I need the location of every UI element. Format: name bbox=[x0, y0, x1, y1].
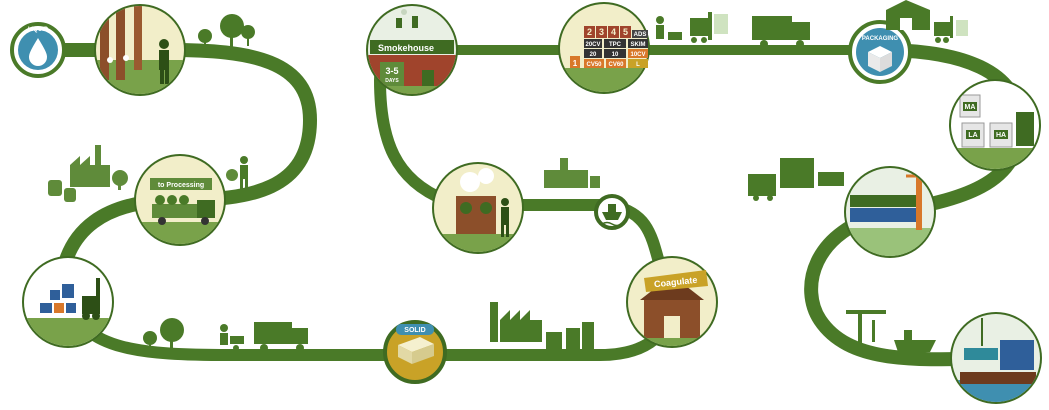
crane-icon bbox=[846, 310, 886, 354]
rubber-block-icon bbox=[398, 337, 434, 352]
grade-cell: CV60 bbox=[608, 62, 624, 68]
worker-cart-icon bbox=[220, 324, 244, 351]
solid-label: SOLID bbox=[404, 327, 425, 334]
truck-icon bbox=[254, 322, 308, 352]
package-box-icon bbox=[868, 46, 892, 72]
smokehouse-days-value: 3-5 bbox=[385, 66, 398, 76]
liquid-label: LIQUID bbox=[28, 27, 49, 33]
coagulate-label: Coagulate bbox=[654, 275, 698, 289]
worker-icon bbox=[501, 198, 509, 237]
smokehouse-sign bbox=[370, 40, 454, 54]
grade-ads-label: ADS bbox=[634, 32, 647, 38]
worker-cart-icon bbox=[656, 16, 682, 40]
droplet-icon bbox=[29, 38, 47, 66]
factory-icon bbox=[70, 145, 128, 190]
factory-icon bbox=[490, 302, 594, 350]
warehouse-icon bbox=[748, 158, 844, 201]
forklift-icon bbox=[82, 278, 100, 320]
grade-cell: 10 bbox=[612, 52, 619, 58]
warehouse-icon bbox=[886, 0, 930, 30]
processing-sign-label: to Processing bbox=[158, 182, 204, 189]
solid-badge: SOLID bbox=[383, 320, 447, 384]
grade-number: 3 bbox=[599, 27, 604, 37]
crate-label-ha: HA bbox=[996, 132, 1006, 139]
grading-stage: 2 3 4 5 ADS 20CV TPC SKIM 20 10 10CV CV5… bbox=[558, 2, 650, 94]
grade-badge-number: 1 bbox=[573, 59, 578, 68]
coagulate-stage: Coagulate bbox=[626, 256, 718, 348]
grade-cell: CV50 bbox=[586, 62, 602, 68]
container-yard-stage bbox=[844, 166, 936, 258]
grade-cell: SKIM bbox=[631, 42, 646, 48]
grade-cell: TPC bbox=[609, 42, 622, 48]
ship-icon bbox=[602, 212, 622, 220]
factory-icon bbox=[544, 158, 600, 188]
smokehouse-sign-label: Smokehouse bbox=[378, 43, 434, 53]
tree-icon bbox=[143, 318, 184, 352]
truck-icon bbox=[152, 195, 215, 225]
grade-cell: L bbox=[636, 62, 640, 68]
crate-label-la: LA bbox=[968, 132, 977, 139]
chimney-icon bbox=[396, 9, 418, 28]
tree-icon bbox=[241, 25, 255, 46]
forklift-icon bbox=[690, 12, 728, 43]
storage-stage: MA LA HA bbox=[949, 79, 1041, 171]
coagulate-banner bbox=[644, 270, 708, 292]
road-left-lower bbox=[62, 296, 421, 361]
grade-number: 2 bbox=[587, 27, 592, 37]
grade-number: 4 bbox=[611, 27, 616, 37]
processing-stage: to Processing bbox=[134, 154, 226, 246]
grade-number: 5 bbox=[623, 27, 628, 37]
grade-cell: 20CV bbox=[585, 42, 600, 48]
liquid-badge: LIQUID bbox=[10, 22, 66, 78]
ship-icon bbox=[894, 330, 936, 352]
forklift-icon bbox=[934, 16, 968, 43]
ship-loading-stage bbox=[950, 312, 1042, 404]
warehouse-forklift-stage bbox=[22, 256, 114, 348]
smokehouse-days-unit: DAYS bbox=[385, 78, 399, 84]
road-left-upper bbox=[31, 43, 318, 307]
packaging-label: PACKAGING bbox=[862, 36, 899, 42]
processing-sign bbox=[150, 178, 212, 190]
latex-cups-icon bbox=[48, 180, 76, 202]
grade-cell: 10CV bbox=[630, 52, 645, 58]
mangle-press-stage bbox=[432, 162, 524, 254]
crate-label-ma: MA bbox=[965, 104, 976, 111]
truck-icon bbox=[752, 16, 810, 48]
packaging-badge: PACKAGING bbox=[848, 20, 912, 84]
tapping-stage bbox=[94, 4, 186, 96]
worker-icon bbox=[226, 156, 248, 189]
grade-cell: 20 bbox=[590, 52, 597, 58]
tree-icon bbox=[198, 14, 244, 48]
grading-board: 2 3 4 5 ADS 20CV TPC SKIM 20 10 10CV CV5… bbox=[570, 26, 648, 68]
ship-badge bbox=[594, 194, 630, 230]
tapper-person-icon bbox=[159, 39, 169, 84]
